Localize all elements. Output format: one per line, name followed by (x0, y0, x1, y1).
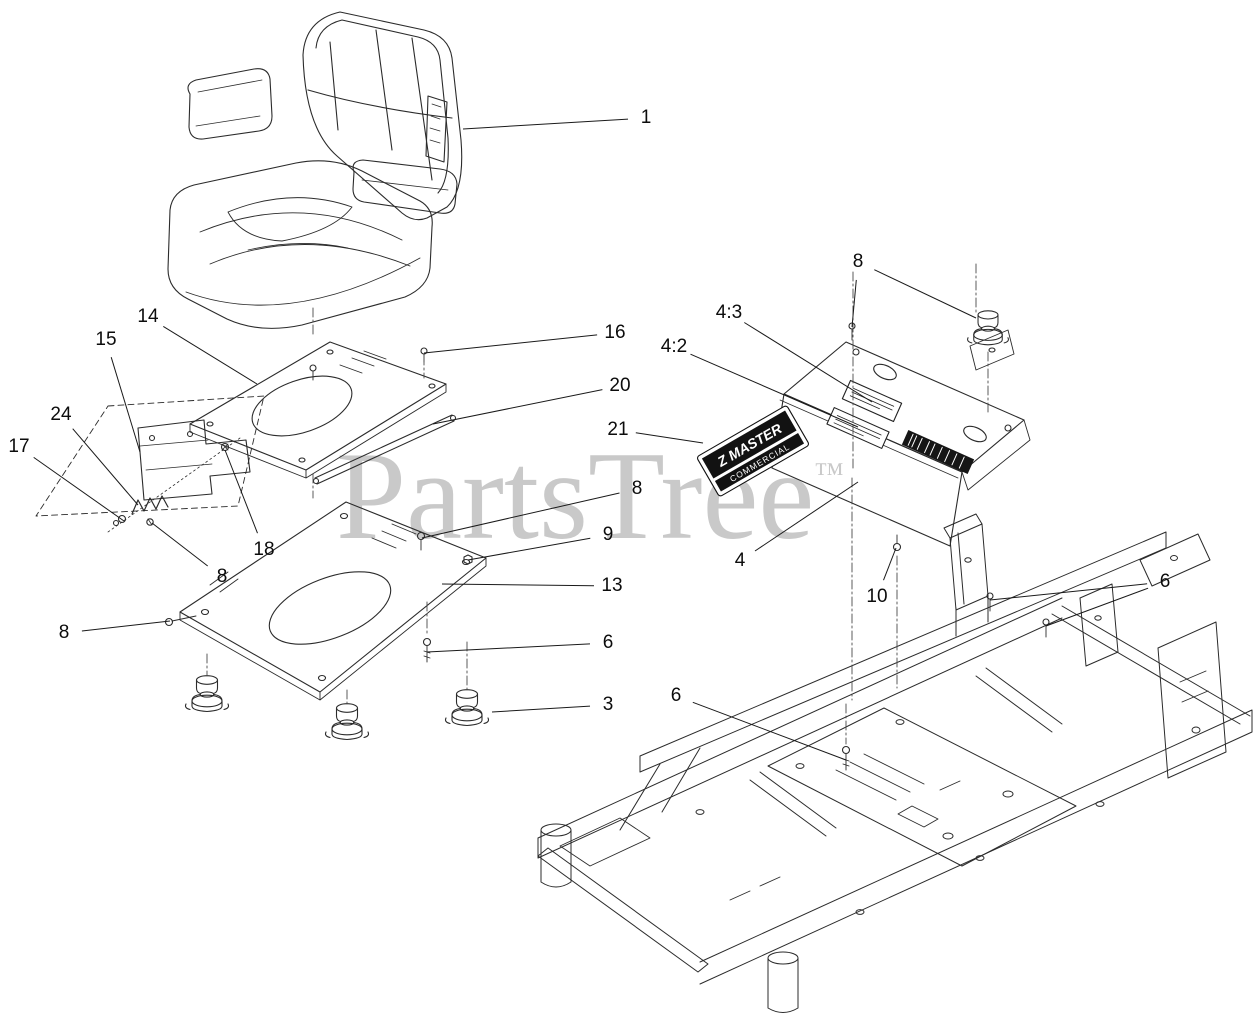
leader-line (441, 583, 595, 587)
leader-line (467, 537, 591, 561)
leader-line (462, 118, 629, 130)
leader-line (754, 481, 859, 552)
leader-line (33, 456, 125, 522)
plate-fasteners-art (164, 347, 473, 663)
watermark-trademark-icon: ™ (814, 457, 844, 490)
leader-line (851, 279, 857, 328)
seat-art (167, 11, 463, 329)
bracket-art (35, 395, 265, 533)
support-rod-art (312, 414, 457, 485)
leader-line (81, 620, 171, 632)
frame-art (537, 513, 1253, 1013)
leader-line (423, 334, 598, 354)
leader-line (874, 269, 977, 319)
assembly-axis-lines (206, 263, 989, 745)
leader-line (635, 432, 704, 444)
leader-line (163, 325, 258, 385)
leader-line (692, 701, 847, 761)
panel-decals-art (826, 379, 975, 474)
leader-line (690, 353, 859, 428)
spring-and-washers-art (112, 495, 169, 527)
leader-line (72, 428, 139, 506)
frame-fasteners-art (841, 592, 1050, 771)
leader-line (432, 389, 603, 425)
leader-line (491, 705, 591, 713)
leader-line (421, 492, 620, 539)
leader-line (426, 643, 591, 653)
leader-line (1045, 587, 1149, 627)
leader-line (151, 522, 209, 567)
leader-line (224, 449, 258, 534)
lower-seat-plate-art (179, 501, 487, 701)
leader-line (989, 583, 1148, 601)
leader-line (110, 357, 141, 453)
zmaster-label-art: Z MASTER COMMERCIAL (697, 405, 809, 497)
panel-mount-art (967, 310, 1015, 371)
leader-line (883, 547, 897, 581)
leader-line (744, 322, 873, 403)
